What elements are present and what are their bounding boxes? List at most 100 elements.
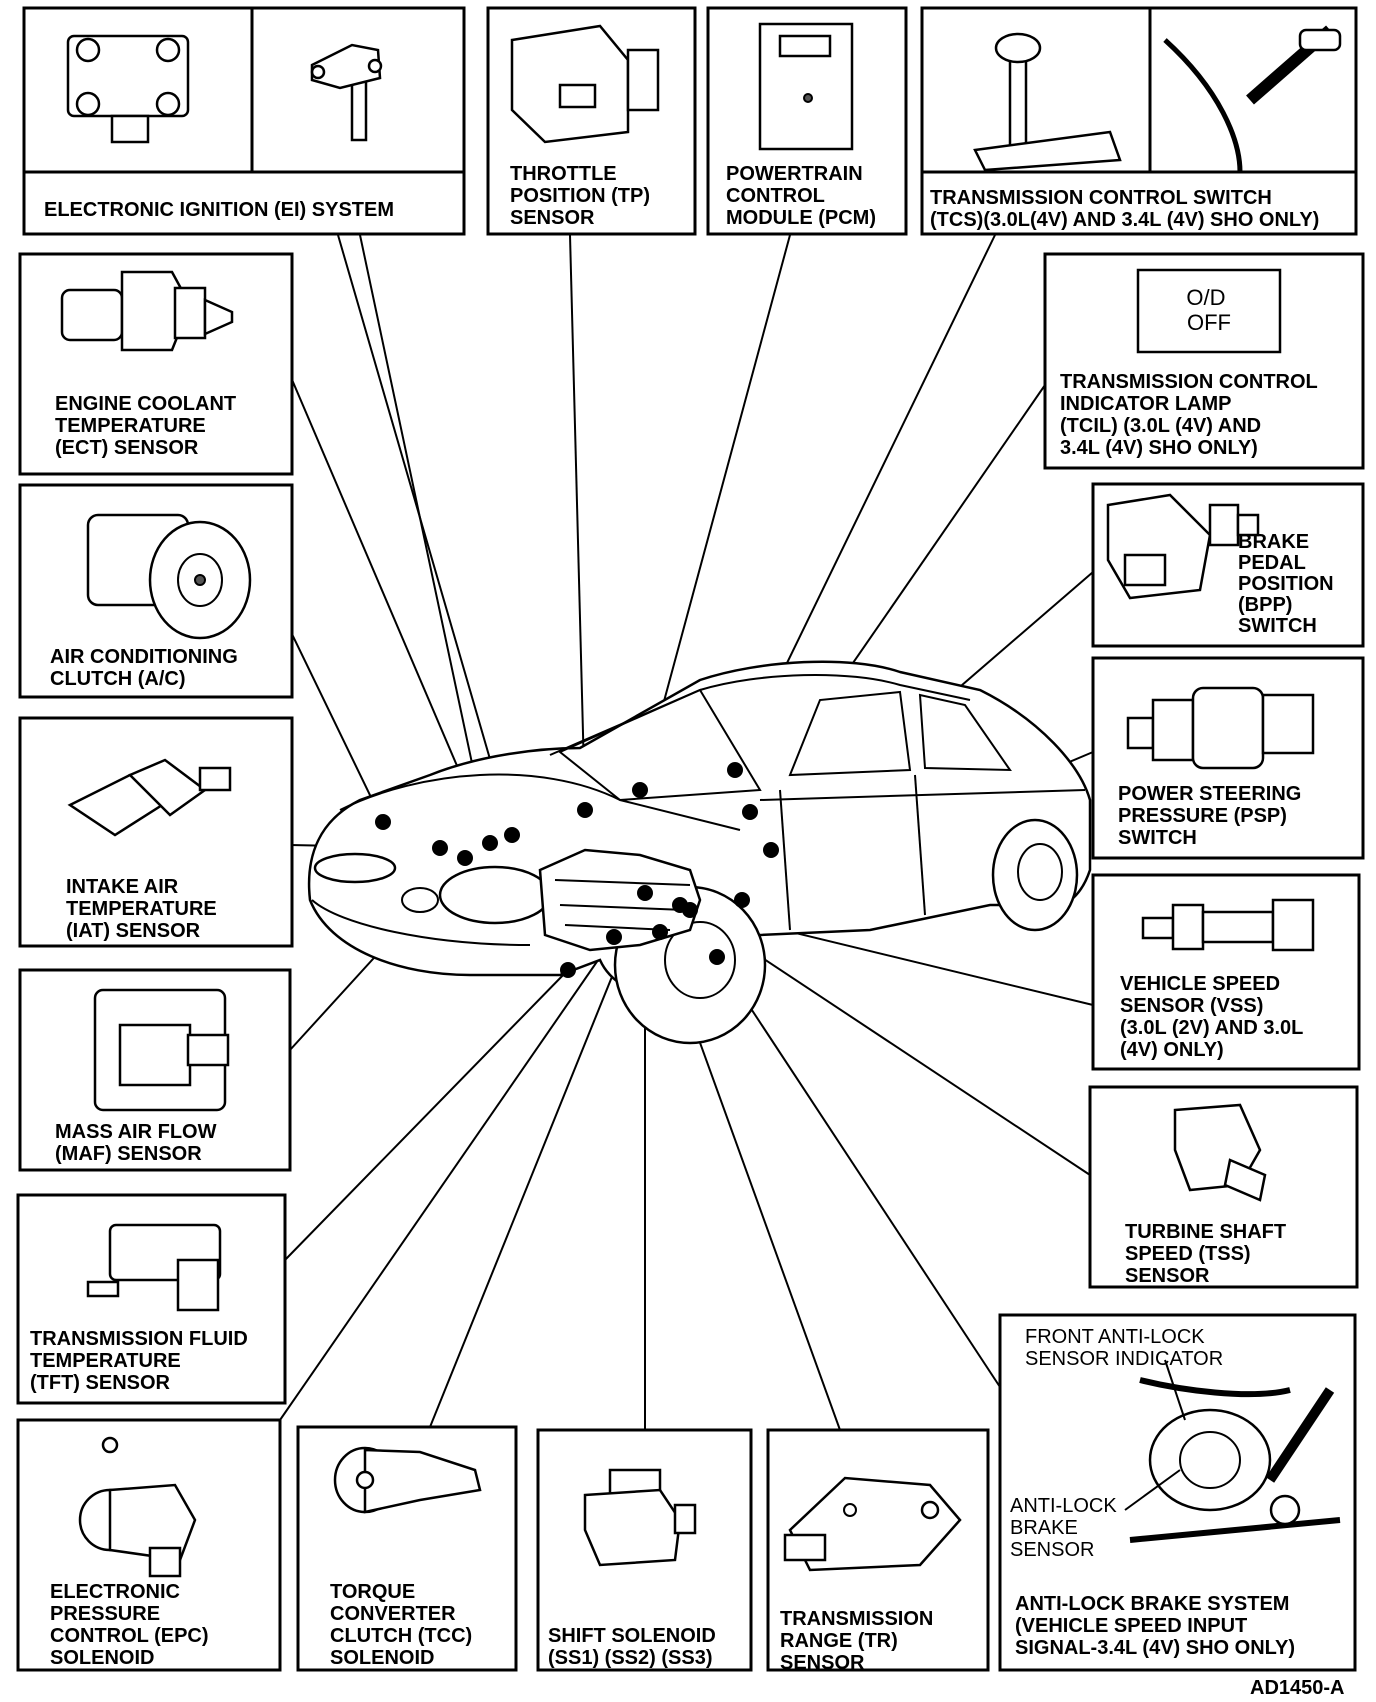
dot-tr xyxy=(652,924,668,940)
dot-hood xyxy=(375,814,391,830)
box-tr: TRANSMISSION RANGE (TR) SENSOR xyxy=(766,1428,990,1674)
label-tss: TURBINE SHAFT SPEED (TSS) SENSOR xyxy=(1125,1221,1292,1287)
brake-pedal-switch-icon xyxy=(1106,493,1260,600)
car-rear-window xyxy=(918,693,1012,772)
label-pcm: POWERTRAIN CONTROL MODULE (PCM) xyxy=(726,163,876,229)
box-ei: ELECTRONIC IGNITION (EI) SYSTEM xyxy=(22,6,466,236)
transmission-range-sensor-icon xyxy=(783,1476,962,1572)
car-rear-wheel xyxy=(991,818,1079,932)
steering-wheel-switch-icon xyxy=(1163,25,1342,173)
label-iat: INTAKE AIR TEMPERATURE (IAT) SENSOR xyxy=(66,876,222,942)
abs-brake-sensor-leader xyxy=(1124,1469,1181,1511)
car-door-2 xyxy=(914,774,926,916)
leader-epc xyxy=(279,936,615,1421)
car-rear-hub xyxy=(1017,843,1063,901)
label-psp: POWER STEERING PRESSURE (PSP) SWITCH xyxy=(1118,783,1307,849)
dot-maf xyxy=(457,850,473,866)
box-tss: TURBINE SHAFT SPEED (TSS) SENSOR xyxy=(1088,1085,1359,1289)
box-maf: MASS AIR FLOW (MAF) SENSOR xyxy=(18,968,292,1172)
box-ac: AIR CONDITIONING CLUTCH (A/C) xyxy=(18,483,294,699)
dot-iat xyxy=(432,840,448,856)
label-maf: MASS AIR FLOW (MAF) SENSOR xyxy=(55,1121,222,1165)
shift-solenoid-icon xyxy=(583,1468,697,1567)
car-belt-line xyxy=(759,789,1086,801)
turbine-shaft-sensor-icon xyxy=(1173,1103,1267,1202)
leader-abs xyxy=(716,956,1001,1388)
label-ss: SHIFT SOLENOID (SS1) (SS2) (SS3) xyxy=(548,1625,721,1669)
dot-tcs xyxy=(727,762,743,778)
box-ect: ENGINE COOLANT TEMPERATURE (ECT) SENSOR xyxy=(18,252,294,476)
car-fog-lamp xyxy=(401,887,439,913)
power-steering-switch-icon xyxy=(1126,686,1315,770)
car-door-1 xyxy=(779,789,791,931)
label-tcs: TRANSMISSION CONTROL SWITCH (TCS)(3.0L(4… xyxy=(930,187,1319,231)
crankshaft-sensor-icon xyxy=(310,43,383,142)
box-tp: THROTTLE POSITION (TP) SENSOR xyxy=(486,6,697,236)
label-tp: THROTTLE POSITION (TP) SENSOR xyxy=(510,163,656,229)
pcm-module-icon xyxy=(758,22,854,151)
leader-pcm xyxy=(639,234,791,791)
label-tft: TRANSMISSION FLUID TEMPERATURE (TFT) SEN… xyxy=(30,1328,253,1394)
label-ac: AIR CONDITIONING CLUTCH (A/C) xyxy=(50,646,243,690)
box-psp: POWER STEERING PRESSURE (PSP) SWITCH xyxy=(1091,656,1365,860)
leader-ei-1 xyxy=(337,234,513,836)
label-tr: TRANSMISSION RANGE (TR) SENSOR xyxy=(780,1608,939,1674)
box-vss: VEHICLE SPEED SENSOR (VSS) (3.0L (2V) AN… xyxy=(1091,873,1361,1071)
ignition-coil-icon xyxy=(66,34,190,144)
coolant-temp-sensor-icon xyxy=(60,270,234,352)
label-ei: ELECTRONIC IGNITION (EI) SYSTEM xyxy=(44,199,394,221)
car-illustration xyxy=(307,660,1092,1045)
dot-tss xyxy=(682,902,698,918)
shift-lever-icon xyxy=(973,32,1122,172)
label-epc: ELECTRONIC PRESSURE CONTROL (EPC) SOLENO… xyxy=(50,1581,214,1669)
car-windshield xyxy=(558,688,762,802)
dot-abs xyxy=(709,949,725,965)
leader-ei-2 xyxy=(359,234,491,849)
dot-ei xyxy=(504,827,520,843)
label-bpp: BRAKE PEDAL POSITION (BPP) SWITCH xyxy=(1238,531,1339,637)
box-pcm: POWERTRAIN CONTROL MODULE (PCM) xyxy=(706,6,908,236)
car-headlight-left xyxy=(313,852,397,884)
figure-id: AD1450-A xyxy=(1250,1677,1344,1699)
tcc-solenoid-icon xyxy=(333,1446,482,1514)
box-tft: TRANSMISSION FLUID TEMPERATURE (TFT) SEN… xyxy=(16,1193,287,1405)
box-epc: ELECTRONIC PRESSURE CONTROL (EPC) SOLENO… xyxy=(16,1418,282,1672)
box-bpp: BRAKE PEDAL POSITION (BPP) SWITCH xyxy=(1091,482,1365,648)
leader-tcc xyxy=(429,894,646,1428)
mass-air-flow-sensor-icon xyxy=(93,988,230,1112)
dot-epc xyxy=(606,929,622,945)
dot-tcil xyxy=(742,804,758,820)
epc-solenoid-icon xyxy=(78,1436,197,1578)
box-abs: FRONT ANTI-LOCK SENSOR INDICATOR ANTI-LO… xyxy=(998,1313,1357,1672)
label-abs-front-indicator: FRONT ANTI-LOCK SENSOR INDICATOR xyxy=(1025,1326,1223,1370)
label-vss: VEHICLE SPEED SENSOR (VSS) (3.0L (2V) AN… xyxy=(1120,973,1309,1061)
label-tcc: TORQUE CONVERTER CLUTCH (TCC) SOLENOID xyxy=(330,1581,478,1669)
leader-ac xyxy=(289,629,384,823)
label-abs-brake-sensor: ANTI-LOCK BRAKE SENSOR xyxy=(1010,1495,1122,1561)
car-roof xyxy=(549,674,971,756)
transmission-fluid-temp-sensor-icon xyxy=(86,1223,222,1312)
dot-ss xyxy=(637,885,653,901)
car-transaxle-detail xyxy=(554,879,691,931)
car-hood xyxy=(339,773,741,831)
throttle-position-sensor-icon xyxy=(510,24,660,144)
dot-tft xyxy=(560,962,576,978)
vehicle-speed-sensor-icon xyxy=(1141,898,1315,952)
anti-lock-brake-assembly-icon xyxy=(1129,1377,1341,1543)
box-tcil: O/D OFF TRANSMISSION CONTROL INDICATOR L… xyxy=(1043,252,1365,470)
dot-pcm xyxy=(632,782,648,798)
box-tcc: TORQUE CONVERTER CLUTCH (TCC) SOLENOID xyxy=(296,1425,518,1672)
dot-psp xyxy=(734,892,750,908)
dot-bpp xyxy=(763,842,779,858)
label-ect: ENGINE COOLANT TEMPERATURE (ECT) SENSOR xyxy=(55,393,242,459)
leader-tft xyxy=(284,969,569,1261)
car-front-hub xyxy=(664,921,736,999)
leader-tp xyxy=(569,234,586,811)
dot-ect xyxy=(482,835,498,851)
car-bumper xyxy=(311,899,531,946)
box-tcs: TRANSMISSION CONTROL SWITCH (TCS)(3.0L(4… xyxy=(920,6,1358,236)
box-iat: INTAKE AIR TEMPERATURE (IAT) SENSOR xyxy=(18,716,294,948)
abs-front-indicator-leader xyxy=(1164,1359,1186,1421)
box-ss: SHIFT SOLENOID (SS1) (SS2) (SS3) xyxy=(536,1428,753,1672)
